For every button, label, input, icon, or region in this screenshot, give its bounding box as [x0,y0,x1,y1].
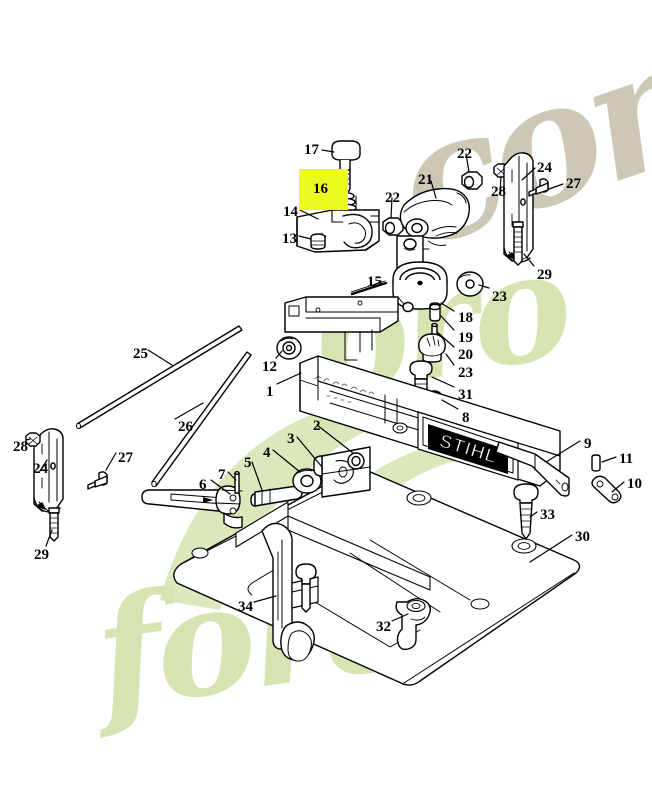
callout-number-13: 13 [282,231,297,247]
callout-number-27: 27 [566,176,581,192]
callout-number-28: 28 [13,439,28,455]
callout-number-16-highlighted: 16 [299,169,348,210]
part-6-arm [141,485,243,529]
part-22-nut-left [382,217,404,236]
callout-number-32: 32 [376,619,391,635]
callout-number-29: 29 [34,547,49,563]
part-23-knob-right [456,271,484,297]
callout-number-27: 27 [118,450,133,466]
callout-number-14: 14 [283,204,298,220]
part-29-screw-right [512,221,524,266]
part-21-housing [399,187,471,250]
part-4-bushing [292,468,322,494]
callout-number-24: 24 [537,160,552,176]
callout-number-22: 22 [457,146,472,162]
callout-number-34: 34 [238,599,253,615]
part-18-bowl [392,235,448,313]
part-14-bracket [296,209,380,253]
part-19-bushing [429,302,441,322]
callout-number-15: 15 [367,274,382,290]
callout-number-3: 3 [287,431,295,447]
callout-number-18: 18 [458,310,473,326]
callout-number-17: 17 [304,142,319,158]
callout-number-22: 22 [385,190,400,206]
part-27-screw-right [528,178,549,197]
callout-number-30: 30 [575,529,590,545]
part-2-washer [347,452,365,470]
callout-number-11: 11 [619,451,634,467]
callout-number-5: 5 [244,455,252,471]
part-15-rod [350,280,388,296]
callout-number-31: 31 [458,387,473,403]
callout-number-8: 8 [462,410,470,426]
callout-number-25: 25 [133,346,148,362]
callout-number-23: 23 [492,289,507,305]
part-32-wing-knob [395,598,432,651]
part-13-bushing [310,233,326,250]
callout-number-6: 6 [199,477,207,493]
part-26-rod [151,351,252,488]
part-33-screw [513,483,539,540]
part-10-clip [591,475,622,504]
callout-number-29: 29 [537,267,552,283]
part-34-clamp [261,522,319,662]
part-7-pin [234,471,240,494]
part-28-nut-left [25,432,41,447]
callout-number-2: 2 [313,418,321,434]
callout-number-4: 4 [263,445,271,461]
callout-number-24: 24 [33,461,48,477]
part-1-carriage-upper [284,296,399,361]
part-12-roller [276,336,302,360]
part-22-nut-right [461,171,483,190]
callout-number-21: 21 [418,172,433,188]
part-29-screw-left [48,507,60,542]
callout-number-1: 1 [266,384,274,400]
callout-number-10: 10 [627,476,642,492]
callout-number-33: 33 [540,507,555,523]
part-27-screw-left [87,471,108,490]
leader-lines [25,149,625,622]
part-11-pin [591,454,601,472]
body-embossed-text [314,376,375,403]
part-25-rod [76,325,243,430]
callout-number-12: 12 [262,359,277,375]
part-9-handle-rod [495,441,570,497]
part-23-knob-lower [418,333,446,363]
callout-number-23: 23 [458,365,473,381]
callout-number-9: 9 [584,436,592,452]
callout-number-20: 20 [458,347,473,363]
callout-number-28: 28 [491,184,506,200]
callout-number-26: 26 [178,419,193,435]
callout-number-7: 7 [218,467,226,483]
part-24-lever-left [33,428,64,513]
callout-number-19: 19 [458,330,473,346]
